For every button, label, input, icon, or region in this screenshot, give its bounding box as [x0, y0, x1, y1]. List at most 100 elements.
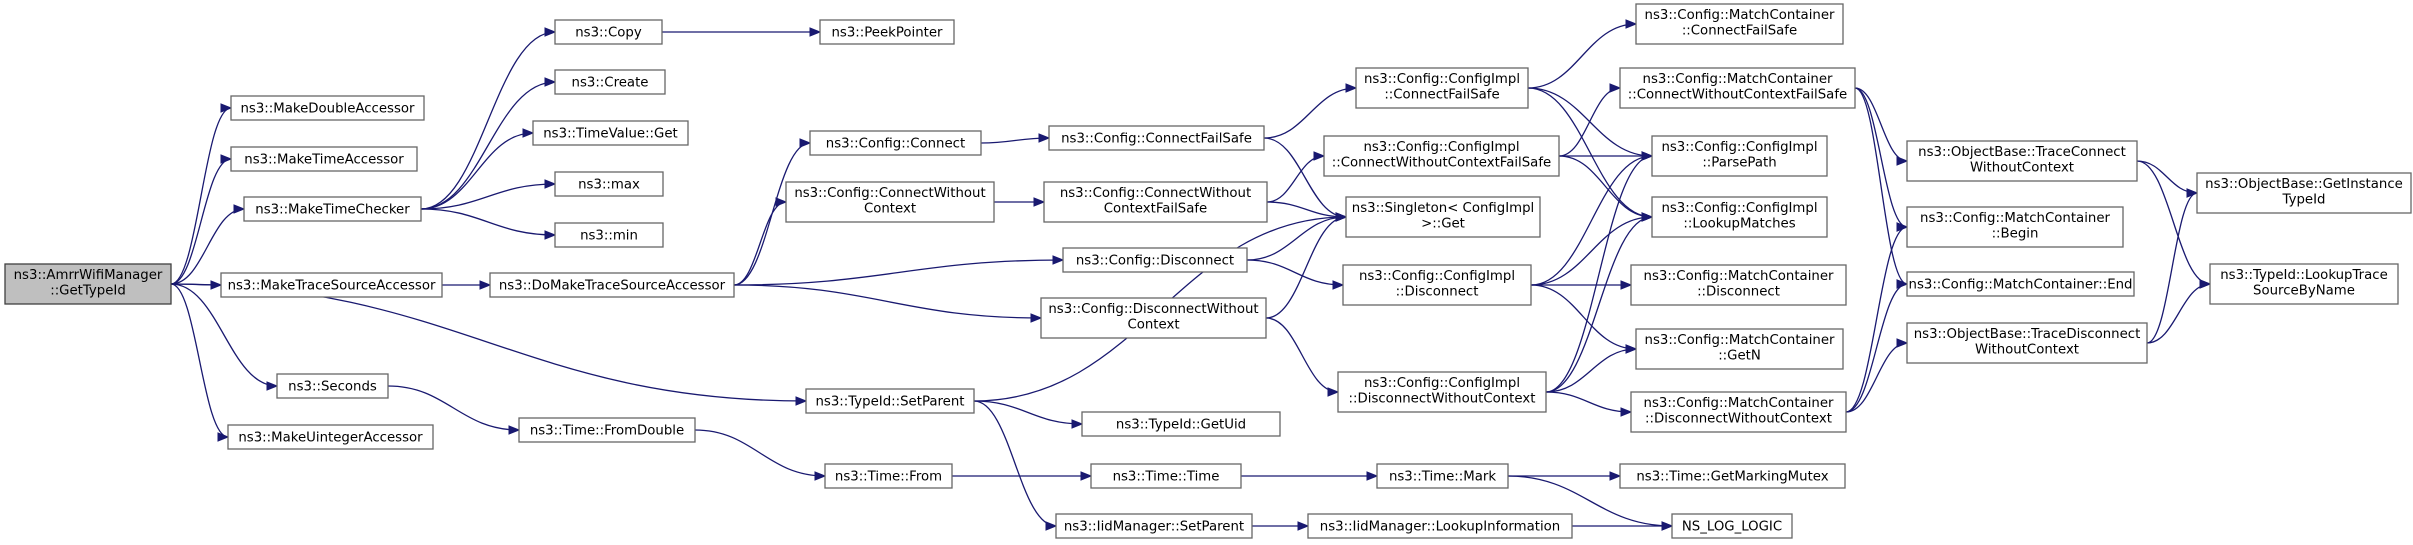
node-implConnectFS[interactable]: ns3::Config::ConfigImpl::ConnectFailSafe	[1355, 67, 1529, 109]
node-implDisconnectWC[interactable]: ns3::Config::ConfigImpl::DisconnectWitho…	[1337, 371, 1547, 413]
edge-seconds-to-fromDouble	[387, 385, 520, 431]
arrowhead-root-to-setParent	[795, 396, 808, 406]
node-label: ns3::TimeValue::Get	[543, 127, 678, 142]
arrowhead-cfgDisconnect-to-implDisconnect	[1332, 280, 1345, 290]
edge-implDisconnect-to-implParsePath	[1530, 155, 1653, 286]
node-label: ns3::max	[578, 178, 640, 193]
node-box	[554, 69, 666, 95]
node-timeTime[interactable]: ns3::Time::Time	[1090, 463, 1242, 489]
node-cfgConnect[interactable]: ns3::Config::Connect	[809, 130, 982, 156]
edge-mcConnectWCFS-to-mcEnd	[1854, 87, 1908, 285]
arrowhead-obTraceDisconnect-to-obGetInstance	[2186, 188, 2199, 198]
node-doMake[interactable]: ns3::DoMakeTraceSourceAccessor	[489, 272, 735, 298]
node-seconds[interactable]: ns3::Seconds	[276, 373, 389, 399]
node-mcConnectWCFS[interactable]: ns3::Config::MatchContainer::ConnectWith…	[1619, 67, 1856, 109]
node-timeFrom[interactable]: ns3::Time::From	[824, 463, 953, 489]
arrowhead-mcDisconnectWC-to-mcBegin	[1896, 222, 1909, 232]
edge-implConnectWCFS-to-mcConnectWCFS	[1558, 87, 1621, 157]
node-box	[1307, 513, 1573, 539]
arrowhead-implConnectWCFS-to-mcConnectWCFS	[1609, 83, 1622, 93]
node-iidSetParent[interactable]: ns3::IidManager::SetParent	[1055, 513, 1253, 539]
node-label: ::Disconnect	[1697, 285, 1780, 300]
node-implParsePath[interactable]: ns3::Config::ConfigImpl::ParsePath	[1651, 135, 1828, 177]
node-label: ns3::Config::MatchContainer	[1644, 269, 1834, 284]
node-mcEnd[interactable]: ns3::Config::MatchContainer::End	[1906, 271, 2135, 297]
node-create[interactable]: ns3::Create	[554, 69, 666, 95]
node-label: ns3::PeekPointer	[831, 26, 943, 41]
node-box	[1055, 513, 1253, 539]
node-implConnectWCFS[interactable]: ns3::Config::ConfigImpl::ConnectWithoutC…	[1323, 135, 1560, 177]
node-label: ::Begin	[1992, 227, 2039, 242]
node-label: ns3::Config::MatchContainer	[1644, 396, 1834, 411]
node-makeTrace[interactable]: ns3::MakeTraceSourceAccessor	[220, 272, 443, 298]
node-getMarking[interactable]: ns3::Time::GetMarkingMutex	[1619, 463, 1846, 489]
node-makeUint[interactable]: ns3::MakeUintegerAccessor	[227, 424, 434, 450]
node-timeValueGet[interactable]: ns3::TimeValue::Get	[532, 120, 689, 146]
node-cfgConnectWC[interactable]: ns3::Config::ConnectWithoutContext	[785, 181, 995, 223]
node-cfgDisconnectWC[interactable]: ns3::Config::DisconnectWithoutContext	[1040, 297, 1267, 339]
node-implLookup[interactable]: ns3::Config::ConfigImpl::LookupMatches	[1651, 196, 1828, 238]
node-fromDouble[interactable]: ns3::Time::FromDouble	[518, 417, 696, 443]
arrowhead-setParent-to-iidSetParent	[1045, 521, 1058, 531]
node-getUid[interactable]: ns3::TypeId::GetUid	[1081, 411, 1281, 437]
node-setParent[interactable]: ns3::TypeId::SetParent	[805, 388, 975, 414]
node-box	[489, 272, 735, 298]
node-mcBegin[interactable]: ns3::Config::MatchContainer::Begin	[1906, 206, 2124, 248]
node-label: ns3::Config::ConfigImpl	[1364, 72, 1520, 87]
edge-doMake-to-cfgDisconnect	[733, 259, 1064, 286]
node-peek[interactable]: ns3::PeekPointer	[819, 19, 955, 45]
nodes-layer: ns3::AmrrWifiManager::GetTypeIdns3::Make…	[4, 3, 2412, 539]
node-makeDouble[interactable]: ns3::MakeDoubleAccessor	[230, 95, 425, 121]
node-label: ns3::IidManager::SetParent	[1064, 520, 1244, 535]
node-label: ::ConnectWithoutContextFailSafe	[1628, 88, 1847, 103]
node-box	[1081, 411, 1281, 437]
arrowhead-makeTrace-to-doMake	[479, 280, 492, 290]
node-mcDisconnectWC[interactable]: ns3::Config::MatchContainer::DisconnectW…	[1630, 391, 1847, 433]
node-label: ns3::Create	[572, 76, 649, 91]
arrowhead-doMake-to-cfgConnect	[799, 138, 812, 148]
node-singletonGet[interactable]: ns3::Singleton< ConfigImpl>::Get	[1345, 196, 1541, 238]
node-timeMark[interactable]: ns3::Time::Mark	[1376, 463, 1509, 489]
arrowhead-root-to-makeTimeChk	[233, 204, 246, 214]
node-copy[interactable]: ns3::Copy	[554, 19, 663, 45]
node-label: ns3::MakeUintegerAccessor	[238, 431, 423, 446]
node-cfgConnectWCFS[interactable]: ns3::Config::ConnectWithoutContextFailSa…	[1043, 181, 1268, 223]
node-box	[819, 19, 955, 45]
node-min[interactable]: ns3::min	[554, 222, 664, 248]
node-obTraceConnect[interactable]: ns3::ObjectBase::TraceConnectWithoutCont…	[1906, 140, 2138, 182]
edge-obTraceConnect-to-typeIdLookup	[2136, 160, 2211, 285]
node-iidLookup[interactable]: ns3::IidManager::LookupInformation	[1307, 513, 1573, 539]
node-box	[554, 19, 663, 45]
edge-setParent-to-getUid	[973, 400, 1083, 425]
node-label: Context	[1127, 318, 1179, 333]
node-label: ns3::Config::ConfigImpl	[1661, 201, 1817, 216]
node-makeTimeChk[interactable]: ns3::MakeTimeChecker	[243, 196, 422, 222]
node-label: ContextFailSafe	[1104, 202, 1208, 217]
edge-doMake-to-cfgDisconnectWC	[733, 284, 1042, 319]
node-max[interactable]: ns3::max	[554, 171, 664, 197]
node-label: ::LookupMatches	[1683, 217, 1795, 232]
arrowhead-setParent-to-getUid	[1071, 419, 1084, 429]
node-obTraceDisconnect[interactable]: ns3::ObjectBase::TraceDisconnectWithoutC…	[1906, 322, 2148, 364]
node-implDisconnect[interactable]: ns3::Config::ConfigImpl::Disconnect	[1342, 264, 1532, 306]
arrowhead-root-to-makeTimeAcc	[220, 154, 233, 164]
node-cfgConnectFS[interactable]: ns3::Config::ConnectFailSafe	[1048, 125, 1265, 151]
node-mcDisconnect[interactable]: ns3::Config::MatchContainer::Disconnect	[1630, 264, 1847, 306]
node-root[interactable]: ns3::AmrrWifiManager::GetTypeId	[4, 263, 172, 305]
node-label: ns3::MakeTimeAccessor	[244, 153, 404, 168]
arrowhead-timeMark-to-nsLog	[1661, 521, 1674, 531]
arrowhead-makeTimeChk-to-create	[544, 77, 557, 87]
edge-makeTimeChk-to-min	[420, 208, 556, 236]
node-nsLog[interactable]: NS_LOG_LOGIC	[1671, 513, 1793, 539]
node-label: ns3::MakeDoubleAccessor	[240, 102, 415, 117]
node-label: ns3::Config::MatchContainer	[1920, 211, 2110, 226]
node-cfgDisconnect[interactable]: ns3::Config::Disconnect	[1062, 247, 1248, 273]
node-label: ns3::Config::MatchContainer	[1645, 333, 1835, 348]
node-label: ns3::TypeId::LookupTrace	[2220, 268, 2388, 283]
node-mcGetN[interactable]: ns3::Config::MatchContainer::GetN	[1635, 328, 1844, 370]
node-makeTimeAcc[interactable]: ns3::MakeTimeAccessor	[230, 146, 418, 172]
node-mcConnectFS[interactable]: ns3::Config::MatchContainer::ConnectFail…	[1635, 3, 1844, 45]
edge-cfgDisconnectWC-to-implDisconnectWC	[1265, 317, 1339, 393]
